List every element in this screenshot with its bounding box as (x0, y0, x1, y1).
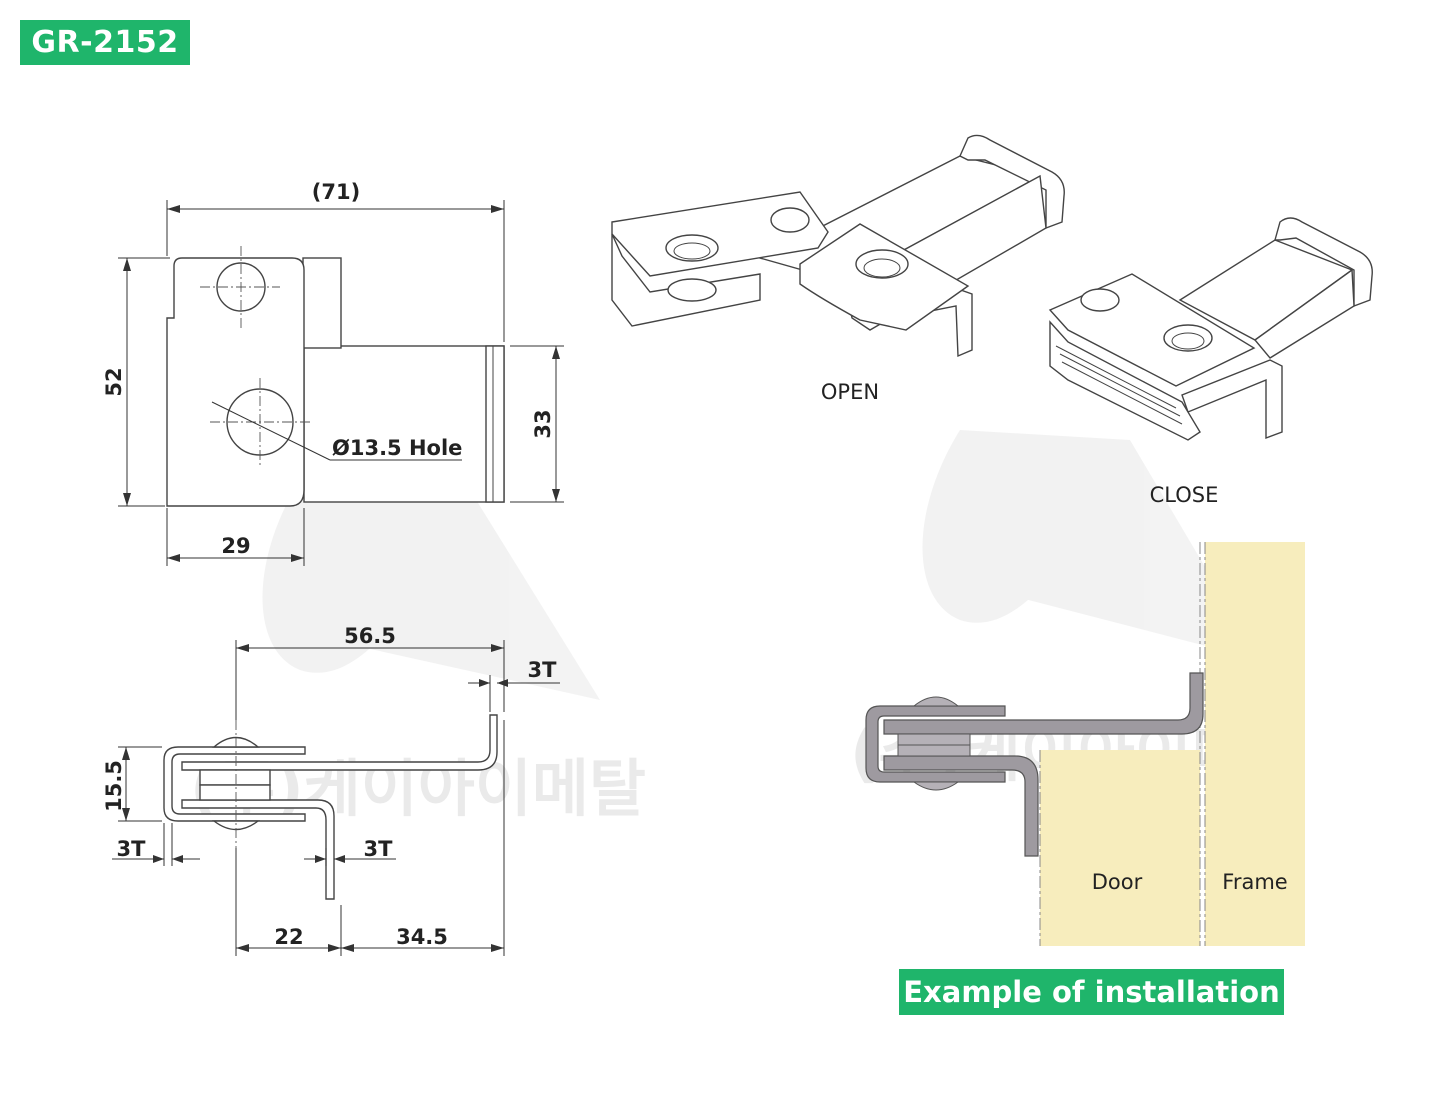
dim-bracket-height: 33 (531, 409, 555, 438)
dim-thickness-left: 3T (117, 837, 147, 861)
door-label: Door (1092, 870, 1143, 894)
front-view-dimensions (118, 200, 564, 566)
hole-callout: Ø13.5 Hole (332, 436, 462, 460)
dim-side-height: 15.5 (102, 760, 126, 812)
side-view-drawing (163, 714, 498, 900)
iso-view-open (611, 134, 1065, 358)
dim-overall-width: (71) (312, 180, 360, 204)
watermark-logo-right (922, 430, 1260, 660)
frame-label: Frame (1222, 870, 1287, 894)
installation-diagram (865, 542, 1305, 946)
close-label: CLOSE (1150, 483, 1219, 507)
dim-plate-height: 52 (102, 367, 126, 396)
iso-view-close (1048, 217, 1373, 441)
dim-thickness-bottom: 3T (364, 837, 394, 861)
frame-block (1205, 542, 1305, 946)
door-block (1040, 750, 1200, 946)
dim-left-offset: 22 (274, 925, 303, 949)
side-view-dimensions (112, 640, 560, 956)
dim-span: 56.5 (344, 624, 396, 648)
open-label: OPEN (821, 380, 879, 404)
dim-right-offset: 34.5 (396, 925, 448, 949)
installation-example-badge: Example of installation (899, 969, 1284, 1015)
front-view-drawing (166, 246, 505, 507)
dim-thickness-right: 3T (528, 658, 558, 682)
model-number-badge: GR-2152 (20, 20, 190, 65)
dim-plate-width: 29 (221, 534, 250, 558)
